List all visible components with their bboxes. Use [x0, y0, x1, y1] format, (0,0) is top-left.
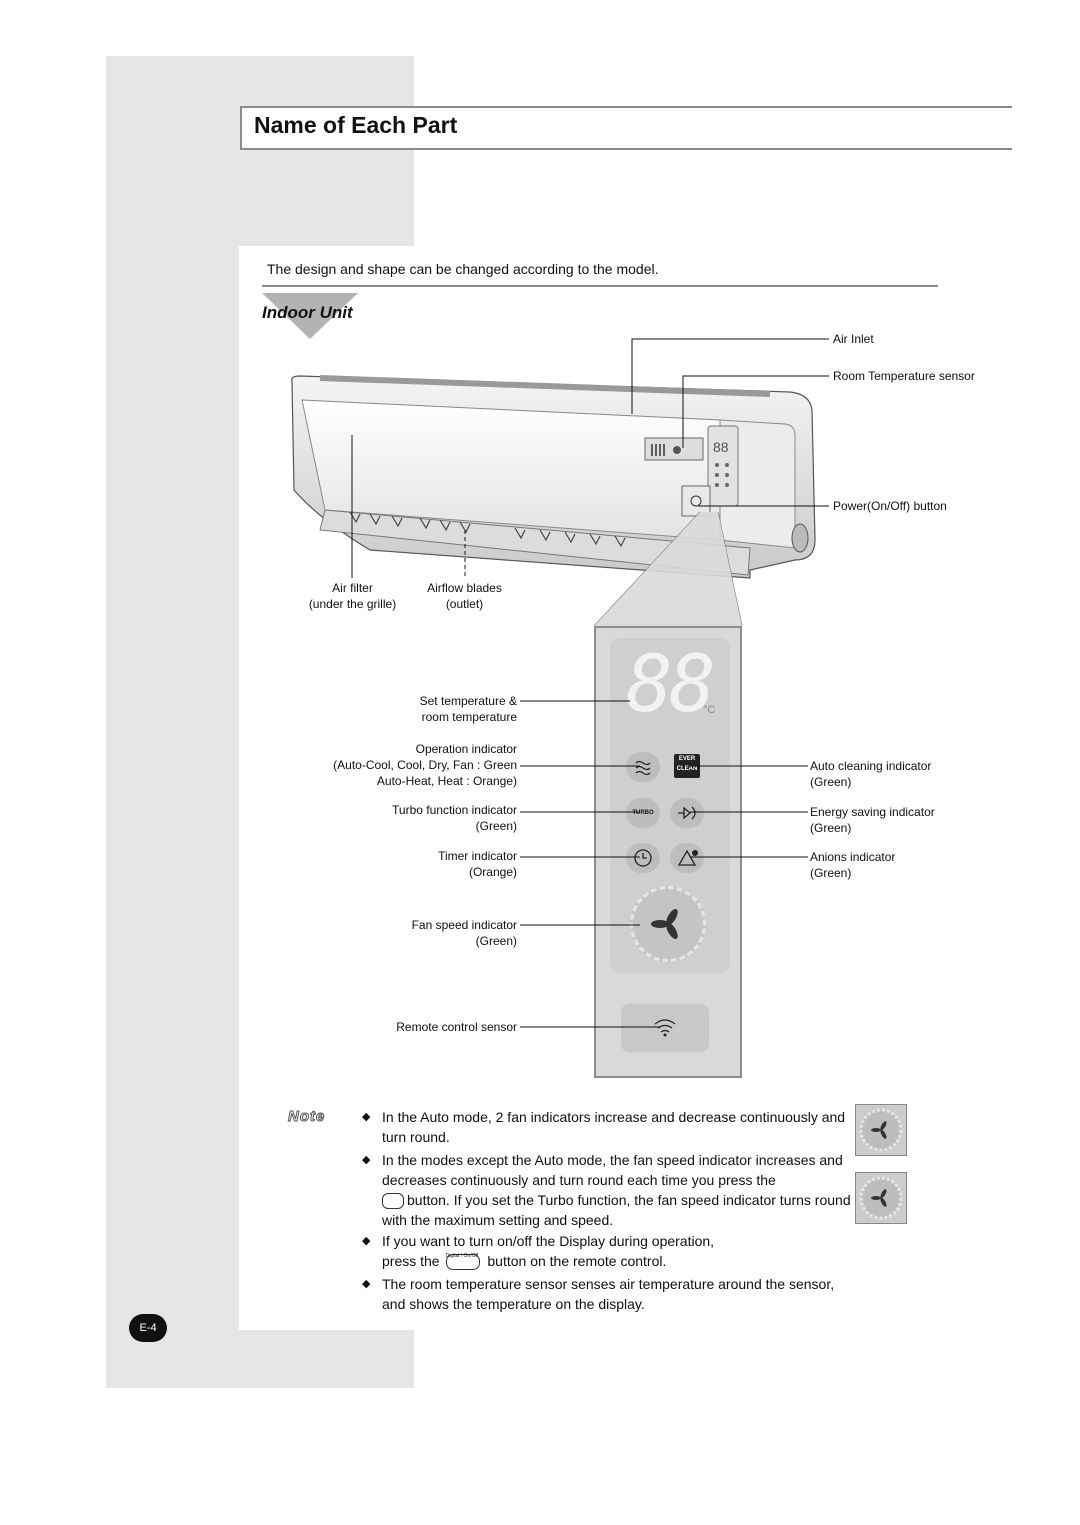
label-air-filter-line1: Air filter — [332, 581, 373, 595]
page-title: Name of Each Part — [254, 112, 458, 138]
display-digits: 88 — [626, 640, 716, 730]
diamond-bullet-icon: ◆ — [362, 1111, 371, 1123]
note-item: ◆ The room temperature sensor senses air… — [362, 1274, 852, 1316]
label-turbo-indicator: Turbo function indicator (Green) — [392, 802, 517, 834]
wave-icon — [635, 760, 651, 776]
label-anions: Anions indicator (Green) — [810, 849, 895, 881]
label-fan-line1: Fan speed indicator — [411, 918, 517, 932]
note-item: ◆ In the Auto mode, 2 fan indicators inc… — [362, 1107, 852, 1149]
note-text-part1: In the modes except the Auto mode, the f… — [382, 1152, 843, 1188]
label-room-temp-sensor: Room Temperature sensor — [833, 369, 975, 383]
intro-text: The design and shape can be changed acco… — [267, 261, 659, 277]
label-set-temp-line2: room temperature — [421, 710, 517, 724]
label-air-filter: Air filter (under the grille) — [300, 580, 405, 612]
note-text: In the modes except the Auto mode, the f… — [382, 1150, 852, 1230]
timer-indicator — [626, 843, 660, 873]
note-text-part1: If you want to turn on/off the Display d… — [382, 1233, 715, 1249]
note-item: ◆ In the modes except the Auto mode, the… — [362, 1150, 852, 1230]
section-triangle-icon — [262, 293, 358, 339]
label-power-button: Power(On/Off) button — [833, 499, 947, 513]
remote-button-caption: Digital / On/Off — [445, 1253, 479, 1260]
operation-indicator — [626, 752, 660, 782]
sidebar-band-top — [106, 56, 414, 246]
label-energy-saving: Energy saving indicator (Green) — [810, 804, 935, 836]
label-operation-indicator: Operation indicator (Auto-Cool, Cool, Dr… — [333, 741, 517, 789]
title-box — [240, 106, 1012, 150]
clean-text: CLEAN — [676, 766, 698, 772]
note-text: If you want to turn on/off the Display d… — [382, 1231, 852, 1271]
label-anions-line2: (Green) — [810, 866, 852, 880]
label-anions-line1: Anions indicator — [810, 850, 896, 864]
label-turbo-line2: (Green) — [475, 819, 517, 833]
fan-icon — [859, 1176, 903, 1220]
note-text-part2: button. If you set the Turbo function, t… — [382, 1192, 851, 1228]
fan-speed-indicator — [630, 886, 706, 962]
display-unit: °C — [703, 704, 716, 716]
note-text-part2: press the — [382, 1253, 440, 1269]
fan-icon — [651, 909, 678, 939]
label-air-inlet: Air Inlet — [833, 332, 874, 346]
label-operation-line2: (Auto-Cool, Cool, Dry, Fan : Green — [333, 758, 517, 772]
label-auto-clean: Auto cleaning indicator (Green) — [810, 758, 931, 790]
label-fan-speed-indicator: Fan speed indicator (Green) — [412, 917, 517, 949]
fan-speed-thumbnail — [855, 1172, 907, 1224]
indoor-unit-illustration: 88 — [291, 375, 816, 579]
label-energy-line2: (Green) — [810, 821, 852, 835]
plug-icon — [678, 806, 696, 820]
label-operation-line1: Operation indicator — [415, 742, 517, 756]
remote-display-button-icon: Digital / On/Off — [445, 1253, 481, 1271]
note-item: ◆ If you want to turn on/off the Display… — [362, 1231, 852, 1273]
fan-button-icon — [382, 1193, 404, 1210]
label-set-temperature: Set temperature & room temperature — [420, 693, 517, 725]
label-airflow-line1: Airflow blades — [427, 581, 502, 595]
zoom-cone — [594, 512, 742, 626]
turbo-indicator: TURBO — [626, 798, 660, 828]
label-timer-line2: (Orange) — [468, 865, 517, 879]
note-text: The room temperature sensor senses air t… — [382, 1276, 835, 1312]
sidebar-band-left — [106, 246, 239, 1333]
anions-indicator — [670, 843, 704, 873]
svg-text:88: 88 — [713, 439, 729, 455]
ever-text: EVER — [678, 756, 696, 762]
remote-sensor — [621, 1004, 709, 1052]
fan-icon — [859, 1108, 903, 1152]
label-set-temp-line1: Set temperature & — [419, 694, 517, 708]
diamond-bullet-icon: ◆ — [362, 1154, 371, 1166]
label-airflow-blades: Airflow blades (outlet) — [412, 580, 517, 612]
energy-saving-indicator — [670, 798, 704, 828]
wifi-signal-icon — [654, 1019, 676, 1037]
note-label: Note — [287, 1108, 326, 1126]
diamond-bullet-icon: ◆ — [362, 1235, 371, 1247]
label-timer-indicator: Timer indicator (Orange) — [438, 848, 517, 880]
label-remote-sensor: Remote control sensor — [396, 1020, 517, 1034]
label-energy-line1: Energy saving indicator — [810, 805, 935, 819]
label-auto-clean-line1: Auto cleaning indicator — [810, 759, 932, 773]
diamond-bullet-icon: ◆ — [362, 1278, 371, 1290]
label-turbo-line1: Turbo function indicator — [392, 803, 517, 817]
label-air-filter-line2: (under the grille) — [308, 597, 397, 611]
label-fan-line2: (Green) — [475, 934, 517, 948]
section-title: Indoor Unit — [262, 303, 353, 322]
display-leader-lines — [520, 700, 808, 1028]
label-airflow-line2: (outlet) — [445, 597, 484, 611]
anion-icon — [677, 849, 698, 866]
auto-fan-thumbnail — [855, 1104, 907, 1156]
page-number: E-4 — [129, 1314, 167, 1342]
label-operation-line3: Auto-Heat, Heat : Orange) — [376, 774, 517, 788]
label-auto-clean-line2: (Green) — [810, 775, 852, 789]
note-text-part3: button on the remote control. — [487, 1253, 667, 1269]
clock-icon — [634, 849, 652, 867]
section-rule — [262, 285, 938, 287]
note-text: In the Auto mode, 2 fan indicators incre… — [382, 1109, 846, 1145]
label-timer-line1: Timer indicator — [438, 849, 517, 863]
